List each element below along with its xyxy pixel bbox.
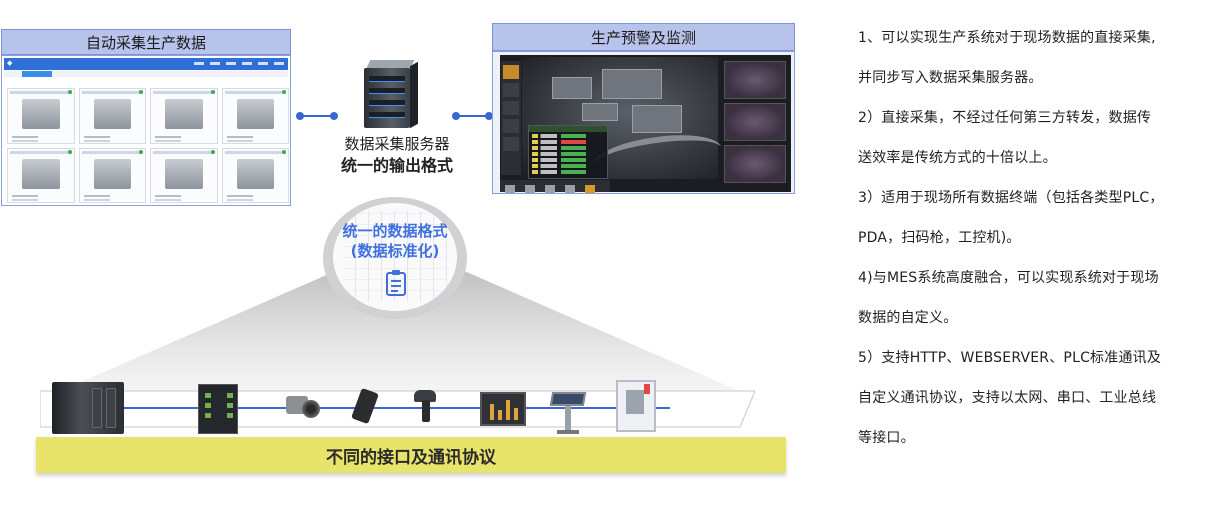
industrial-pc-icon [480, 392, 526, 426]
machine-card [150, 147, 218, 203]
clipboard-icon [386, 270, 406, 296]
machine-card [150, 88, 218, 144]
lens-circle [333, 203, 457, 311]
machine-card [221, 88, 289, 144]
production-data-screenshot: ◆ [1, 55, 291, 206]
status-legend [10, 79, 280, 94]
status-dot-icon [282, 149, 286, 154]
machine-card [78, 88, 146, 144]
header-menu-icons [194, 62, 284, 65]
camera-thumbnails [724, 61, 786, 187]
alarm-table [528, 125, 608, 179]
machine-card [7, 147, 75, 203]
machine-card [78, 147, 146, 203]
monitoring-screenshot [492, 51, 795, 194]
machine-image-icon [236, 99, 274, 129]
auto-collect-panel-title: 自动采集生产数据 [1, 29, 291, 55]
data-standardization-label: (数据标准化) [350, 242, 440, 260]
note-line: 送效率是传统方式的十倍以上。 [858, 150, 1057, 166]
status-dot-icon [139, 149, 143, 154]
machine-image-icon [22, 158, 60, 189]
app-subbar [4, 71, 288, 77]
industrial-camera-icon [286, 392, 320, 422]
app-tab [22, 71, 52, 77]
status-dot-icon [67, 149, 72, 154]
note-line: 等接口。 [858, 430, 915, 446]
interfaces-protocols-band: 不同的接口及通讯协议 [36, 437, 786, 473]
note-line: PDA，扫码枪，工控机)。 [858, 230, 1021, 246]
machine-card [7, 88, 75, 144]
feature-notes: 1、可以实现生产系统对于现场数据的直接采集, 并同步写入数据采集服务器。 2）直… [858, 18, 1203, 458]
calendar-icon [585, 185, 595, 193]
note-line: 3）适用于现场所有数据终端（包括各类型PLC， [858, 190, 1164, 206]
server-label: 数据采集服务器 [344, 135, 450, 153]
unified-data-format-label: 统一的数据格式 [342, 222, 448, 240]
monitor-bottom-bar [500, 180, 610, 193]
server-output-format-label: 统一的输出格式 [340, 156, 453, 175]
plc-device-icon [52, 382, 124, 434]
machine-image-icon [165, 158, 203, 189]
spotlight-funnel [40, 270, 760, 400]
note-line: 并同步写入数据采集服务器。 [858, 70, 1043, 86]
machine-card-grid [7, 88, 289, 203]
app-logo-icon: ◆ [7, 59, 13, 67]
monitoring-panel-title: 生产预警及监测 [492, 23, 795, 51]
barcode-scanner-icon [414, 390, 438, 424]
server-icon [362, 60, 418, 130]
status-dot-icon [282, 90, 286, 94]
app-header-bar: ◆ [4, 58, 288, 70]
tool-icon [545, 185, 555, 193]
note-line: 4)与MES系统高度融合，可以实现系统对于现场 [858, 270, 1159, 286]
status-dot-icon [139, 90, 143, 94]
status-dot-icon [210, 149, 215, 154]
status-dot-icon [67, 90, 72, 94]
connector-node [330, 112, 338, 120]
connector-line-left [300, 115, 334, 117]
note-line: 数据的自定义。 [858, 310, 958, 326]
monitoring-dashboard [500, 55, 791, 193]
connector-node [485, 112, 493, 120]
machine-card [221, 147, 289, 203]
connector-line-right [456, 115, 488, 117]
industrial-switch-icon [198, 384, 238, 434]
monitor-sidebar [501, 61, 521, 175]
status-dot-icon [210, 90, 215, 94]
factory-3d-scene [522, 57, 725, 186]
note-line: 5）支持HTTP、WEBSERVER、PLC标准通讯及 [858, 350, 1162, 366]
user-icon [565, 185, 575, 193]
note-line: 1、可以实现生产系统对于现场数据的直接采集, [858, 30, 1156, 46]
machine-image-icon [236, 158, 274, 189]
machine-image-icon [93, 99, 131, 129]
machine-image-icon [93, 158, 131, 189]
chart-icon [525, 185, 535, 193]
note-line: 自定义通讯协议，支持以太网、串口、工业总线 [858, 390, 1157, 406]
production-machine-icon [614, 380, 658, 438]
touch-kiosk-icon [549, 392, 587, 434]
machine-image-icon [22, 99, 60, 129]
machine-image-icon [165, 99, 203, 129]
note-line: 2）直接采集，不经过任何第三方转发，数据传 [858, 110, 1152, 126]
home-icon [505, 185, 515, 193]
